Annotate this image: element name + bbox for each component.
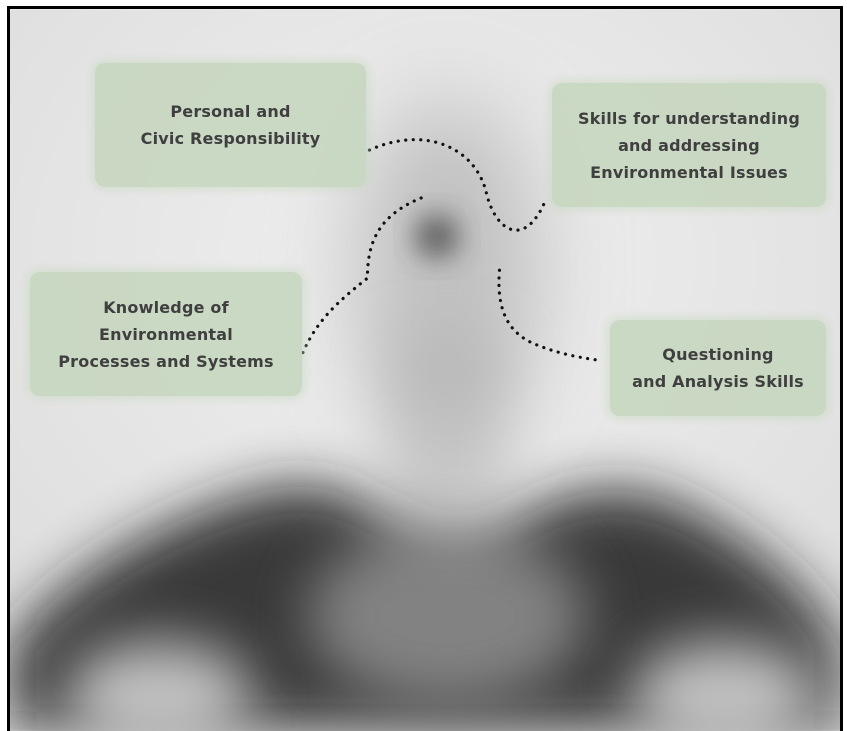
diagram-frame: Personal and Civic Responsibility Skills…	[7, 6, 843, 731]
connector-head-to-questioning	[497, 268, 603, 363]
personal-civic-responsibility-label: Personal and Civic Responsibility	[140, 102, 321, 148]
connector-personal-to-skills	[367, 138, 548, 232]
skills-environmental-issues-label: Skills for understanding and addressing …	[577, 108, 801, 182]
personal-civic-responsibility-box: Personal and Civic Responsibility	[95, 63, 366, 187]
dotted-connectors	[301, 138, 603, 363]
knowledge-environmental-processes-box: Knowledge of Environmental Processes and…	[30, 272, 302, 396]
questioning-analysis-skills-box: Questioning and Analysis Skills	[610, 320, 826, 416]
skills-environmental-issues-box: Skills for understanding and addressing …	[552, 83, 826, 207]
connector-knowledge-to-head	[301, 194, 429, 355]
knowledge-environmental-processes-label: Knowledge of Environmental Processes and…	[58, 297, 274, 371]
questioning-analysis-skills-label: Questioning and Analysis Skills	[632, 345, 804, 391]
